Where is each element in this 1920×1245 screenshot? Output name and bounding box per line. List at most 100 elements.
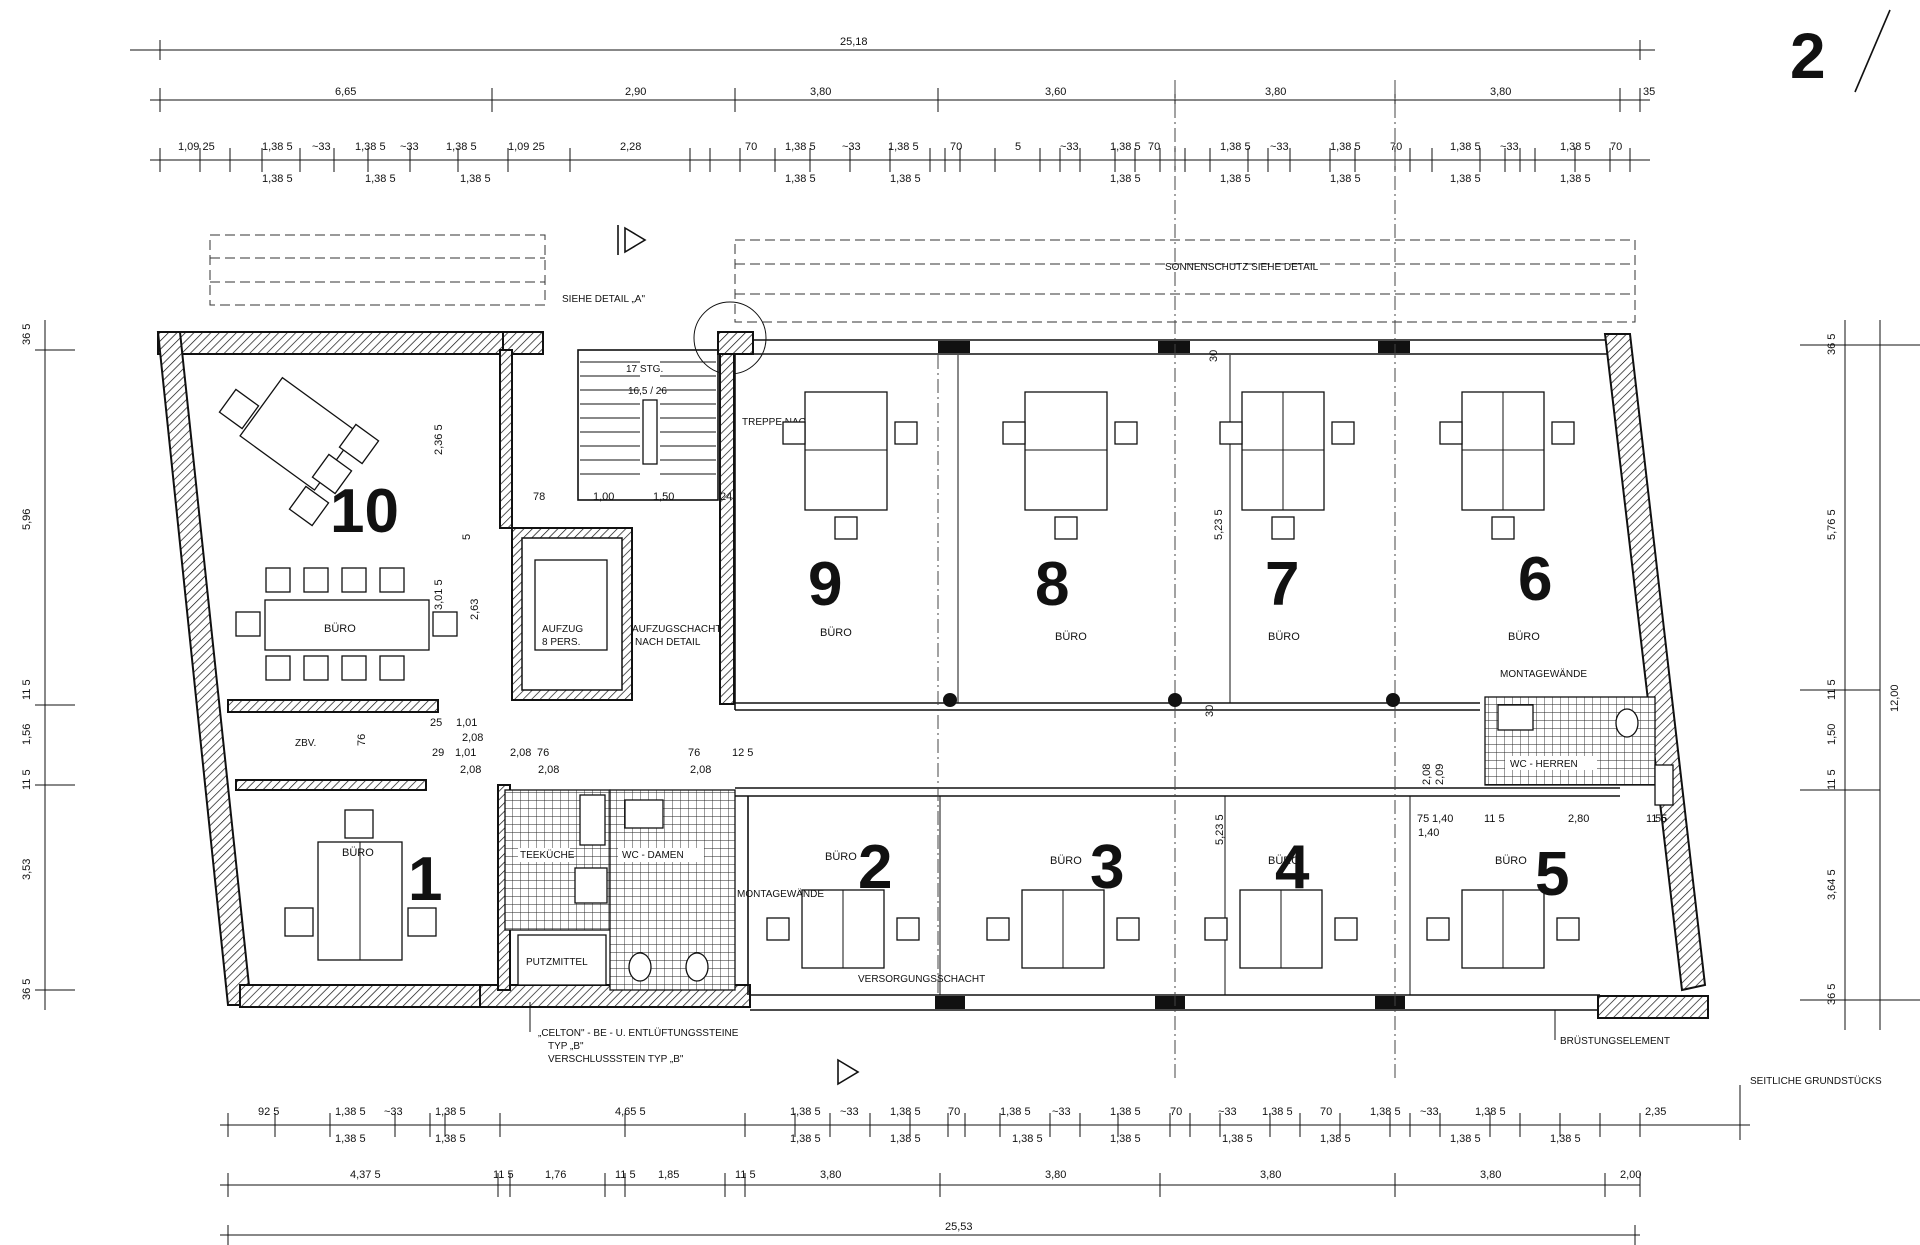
dim-bottom-row2: 11 5 (615, 1169, 636, 1181)
chair (1556, 917, 1580, 941)
room-label-7: BÜRO (1268, 631, 1300, 643)
dim-top-row3-upper: ~33 (1270, 141, 1289, 153)
room-number-8: 8 (1035, 550, 1069, 619)
dim-bottom-row2: 4,37 5 (350, 1169, 381, 1181)
room-label-5: BÜRO (1495, 855, 1527, 867)
dim-top-row3-upper: 1,38 5 (446, 141, 477, 153)
dim-top-row2: 35 (1643, 86, 1655, 98)
dim-top-row3-lower: 1,38 5 (890, 173, 921, 185)
desk (804, 391, 888, 511)
dim-left: 1,56 (21, 724, 33, 745)
dim-interior: 3,01 5 (433, 579, 445, 610)
dim-top-row3-lower: 1,38 5 (1450, 173, 1481, 185)
stove (574, 867, 608, 904)
chair (894, 421, 918, 445)
dim-top-row3-upper: 5 (1015, 141, 1021, 153)
column-top-1 (938, 341, 970, 353)
sonnenschutz-band: SONNENSCHUTZ SIEHE DETAIL (209, 234, 1636, 323)
sheet-mark-slash (1854, 9, 1891, 93)
dim-top-row3-lower: 1,38 5 (460, 173, 491, 185)
toilet-damen-2 (685, 952, 709, 982)
room-label-3: BÜRO (1050, 855, 1082, 867)
dim-interior: 2,08 (690, 764, 711, 776)
dim-left: 11 5 (21, 769, 33, 790)
column-bottom-3 (1375, 996, 1405, 1009)
staircase: 17 STG. 16,5 / 26 (577, 301, 767, 501)
dim-interior: 55 (1655, 813, 1667, 825)
elevator-car (534, 559, 608, 651)
wall-bottom-right (1597, 995, 1709, 1019)
sink-herren (1654, 764, 1674, 806)
wc-damen-label-bg (618, 848, 704, 862)
dim-interior: 76 (688, 747, 700, 759)
montagewaende-top-label: MONTAGEWÄNDE (1500, 668, 1587, 680)
teekueche-label: TEEKÜCHE (520, 849, 575, 861)
dim-bottom-row1-upper: 1,38 5 (790, 1106, 821, 1118)
dim-top-row3-upper: 1,38 5 (262, 141, 293, 153)
dim-bottom-row1-upper: 1,38 5 (890, 1106, 921, 1118)
wc-herren-label: WC - HERREN (1510, 759, 1578, 770)
wall-top-left (157, 331, 504, 355)
room-number-10: 10 (330, 477, 399, 546)
dim-bottom-row2: 3,80 (820, 1169, 841, 1181)
dim-bottom-row1-lower: 1,38 5 (1320, 1133, 1351, 1145)
dim-interior: 1,40 (1432, 813, 1453, 825)
dim-interior: 2,63 (469, 599, 481, 620)
dim-right: 11 5 (1826, 679, 1838, 700)
wc-herren-label-bg (1505, 756, 1597, 770)
wall-top-stair (717, 331, 754, 355)
dim-bottom-row2: 11 5 (735, 1169, 756, 1181)
chair (1491, 516, 1515, 540)
dim-top-row3-lower: 1,38 5 (1110, 173, 1141, 185)
dim-top-row3-upper: 70 (1390, 141, 1402, 153)
dim-right-total: 12,00 (1889, 684, 1901, 712)
chair (834, 516, 858, 540)
column-round (1386, 693, 1400, 707)
section-marker-bottom (837, 1058, 860, 1086)
chair (341, 567, 367, 593)
dim-top-row3-upper: ~33 (842, 141, 861, 153)
aufzugschacht-label2: NACH DETAIL (635, 637, 701, 648)
chair (1219, 421, 1243, 445)
zbv-label: ZBV. (295, 738, 316, 749)
dim-top-total: 25,18 (840, 36, 868, 48)
dim-top-row3-upper: ~33 (312, 141, 331, 153)
dim-interior: 5,23 5 (1213, 509, 1225, 540)
room-label-1: BÜRO (342, 847, 374, 859)
chair (1114, 421, 1138, 445)
dim-interior: 5 (461, 534, 473, 540)
chair (1426, 917, 1450, 941)
desk (1024, 391, 1108, 511)
dim-top-row3-upper: 70 (1610, 141, 1622, 153)
chair (1331, 421, 1355, 445)
dim-interior: 11 5 (1484, 813, 1505, 825)
sheet-mark: 2 (1790, 20, 1826, 92)
dim-interior: 1,40 (1418, 827, 1439, 839)
dim-interior: 29 (432, 747, 444, 759)
dim-interior: 25 (430, 717, 442, 729)
dim-right: 11 5 (1826, 769, 1838, 790)
dim-bottom-row1-upper: 2,35 (1645, 1106, 1666, 1118)
column-round (943, 693, 957, 707)
chair (235, 611, 261, 637)
dim-bottom-row1-lower: 1,38 5 (335, 1133, 366, 1145)
dim-bottom-row1-lower: 1,38 5 (1110, 1133, 1141, 1145)
versorgungsschacht-label: VERSORGUNGSSCHACHT (858, 974, 985, 985)
dim-bottom-row1-lower: 1,38 5 (1012, 1133, 1043, 1145)
dim-bottom-row1-lower: 1,38 5 (1222, 1133, 1253, 1145)
dim-bottom-row1-upper: 1,38 5 (1370, 1106, 1401, 1118)
dim-interior: 1,01 (456, 717, 477, 729)
dim-bottom-row1-lower: 1,38 5 (435, 1133, 466, 1145)
dim-top-row3-upper: 1,09 25 (508, 141, 545, 153)
stair-tread-label: 16,5 / 26 (628, 386, 667, 397)
dim-interior: 1,00 (593, 491, 614, 503)
dim-right: 1,50 (1826, 724, 1838, 745)
room-number-4: 4 (1275, 833, 1310, 902)
dim-bottom-total: 25,53 (945, 1221, 973, 1233)
dim-top-row3-upper: 1,38 5 (355, 141, 386, 153)
chair (986, 917, 1010, 941)
column-bottom-2 (1155, 996, 1185, 1009)
washbasin-damen (624, 799, 664, 829)
dim-left: 3,53 (21, 859, 33, 880)
